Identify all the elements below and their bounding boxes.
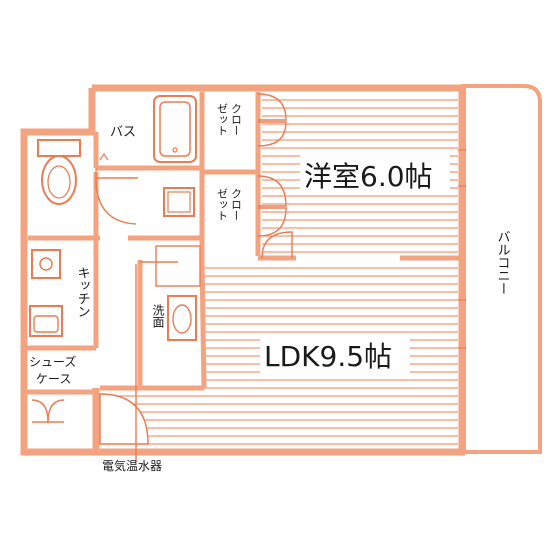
closet-doors-lower (257, 175, 287, 237)
kitchen-sink-inner (33, 315, 59, 333)
label-bath: バス (110, 125, 136, 140)
label-ldk: LDK9.5帖 (264, 340, 392, 373)
label-water-heater: 電気温水器 (102, 458, 162, 473)
wash-basin-bowl (172, 304, 192, 334)
bathtub-inner (159, 101, 191, 157)
label-shoe-case-line2: ケース (36, 372, 71, 386)
label-kitchen: キッチン (75, 266, 90, 318)
bath-door-swing (95, 152, 109, 190)
closet-doors-upper (257, 93, 287, 147)
label-washroom: 洗面 (151, 304, 165, 328)
label-closet-2-line2: ゼット (216, 188, 229, 221)
western-room-door (261, 231, 293, 259)
western-room-label-bg (300, 154, 450, 192)
washing-machine-space (155, 245, 201, 287)
stove-burner (39, 257, 53, 271)
toilet-tank (37, 139, 81, 157)
label-closet-1-line1: クロー (230, 103, 243, 136)
bath-basin (163, 187, 195, 217)
ldk-label-bg (260, 336, 410, 374)
label-closet-2-line1: クロー (230, 188, 243, 221)
kitchen-stove (31, 249, 61, 279)
window-marks (458, 149, 466, 349)
bath-basin-inner (167, 191, 191, 213)
shoe-case-doors (31, 399, 65, 423)
outer-walls (20, 84, 466, 456)
bathtub (153, 95, 197, 163)
label-closet-1-line2: ゼット (216, 103, 229, 136)
label-western-room: 洋室6.0帖 (304, 160, 433, 193)
label-shoe-case-line1: シューズ (29, 354, 76, 369)
balcony-outline (462, 84, 542, 454)
toilet-door-swing (95, 177, 138, 225)
label-balcony: バルコニー (495, 230, 511, 295)
toilet-bowl-inner (47, 165, 71, 199)
toilet-bowl (41, 155, 77, 205)
bathtub-drain (172, 147, 178, 153)
